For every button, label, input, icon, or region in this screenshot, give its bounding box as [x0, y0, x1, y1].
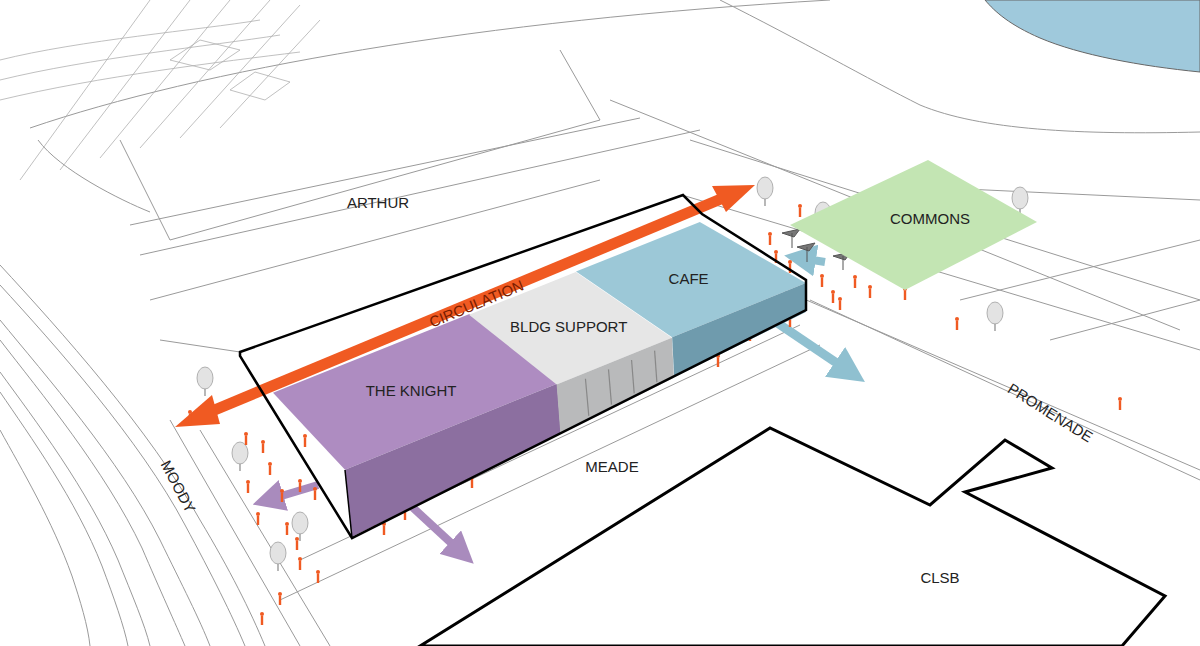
- person-figure: [1118, 397, 1122, 410]
- person-figure: [820, 274, 824, 287]
- person-figure: [256, 512, 260, 525]
- window-line: [632, 360, 635, 393]
- street-name: MOODY: [158, 457, 198, 514]
- person-figure: [260, 612, 264, 625]
- node-label: BLDG SUPPORT: [510, 319, 627, 334]
- building-envelope: [240, 195, 806, 538]
- window-line: [609, 369, 612, 404]
- person-figure: [316, 570, 320, 583]
- tree: [987, 302, 1003, 331]
- street-name: MEADE: [585, 459, 638, 474]
- person-figure: [868, 285, 872, 298]
- street-name: ARTHUR: [347, 195, 409, 210]
- tree: [292, 512, 308, 541]
- building-edge: [345, 470, 352, 538]
- tree: [270, 542, 286, 571]
- street-name: PROMENADE: [1005, 380, 1095, 444]
- person-figure: [295, 537, 299, 550]
- tree: [757, 177, 773, 206]
- person-figure: [955, 317, 959, 330]
- person-figure: [246, 480, 250, 493]
- node-label: COMMONS: [890, 211, 970, 226]
- node-label: THE KNIGHT: [366, 383, 457, 398]
- person-figure: [768, 232, 772, 245]
- person-figure: [285, 522, 289, 535]
- shape-face: [420, 428, 1165, 646]
- person-figure: [303, 434, 307, 447]
- person-figure: [298, 479, 302, 492]
- person-figure: [298, 557, 302, 570]
- window-line: [655, 350, 657, 381]
- node-label: CAFE: [669, 271, 709, 286]
- node-label: CLSB: [920, 570, 959, 585]
- shape-face: [557, 337, 674, 433]
- person-figure: [268, 462, 272, 475]
- person-figure: [280, 489, 284, 502]
- window-line: [586, 378, 589, 415]
- person-figure: [244, 432, 248, 445]
- person-figure: [774, 250, 778, 263]
- person-figure: [853, 275, 857, 288]
- shape-face: [345, 384, 561, 537]
- shape-face: [790, 160, 1037, 290]
- building-footprint: CLSB: [420, 428, 1165, 646]
- shape-face: [672, 283, 806, 377]
- water: [985, 0, 1200, 72]
- person-figure: [838, 297, 842, 310]
- shape-outline: [420, 428, 1165, 646]
- open-space: COMMONS: [790, 160, 1037, 290]
- person-figure: [188, 410, 192, 423]
- person-figure: [788, 260, 792, 273]
- tree: [232, 442, 248, 471]
- person-figure: [313, 487, 317, 500]
- person-figure: [261, 440, 265, 453]
- person-figure: [382, 522, 386, 535]
- shape-outline: [576, 222, 806, 377]
- person-figure: [278, 592, 282, 605]
- program-block: CAFE: [576, 222, 806, 377]
- person-figure: [798, 204, 802, 217]
- tree: [197, 367, 213, 396]
- person-figure: [831, 290, 835, 303]
